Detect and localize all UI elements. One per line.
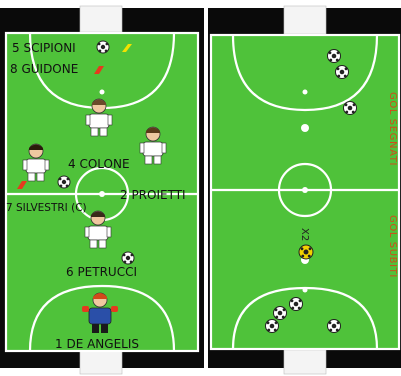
multiplier-text: X2 [299,228,310,241]
player-label: 1 DE ANGELIS [55,337,139,351]
ball-icon [336,66,349,79]
golden-ball-icon [299,245,313,259]
player-label: 6 PETRUCCI [66,265,137,279]
player-label: 7 SILVESTRI (C) [6,202,87,214]
bottom-goal [284,350,326,374]
ball-icon [344,102,357,115]
ball-icon [97,41,109,53]
ball-icon [290,298,303,311]
gol-segnati-label: GOL SEGNATI [387,92,398,166]
player-label: 8 GUIDONE [10,62,78,76]
ball-icon [328,50,341,63]
ball-icon [274,307,287,320]
ball-icon [328,320,341,333]
top-goal [284,6,326,34]
bottom-goal [80,350,122,374]
formation-pitch: 5 SCIPIONI 8 GUIDONE [0,0,204,376]
formation-panel: 5 SCIPIONI 8 GUIDONE [0,0,204,376]
gol-subiti-label: GOL SUBITI [387,215,398,278]
ball-icon [122,252,134,264]
score-panel: GOL SEGNATI GOL SUBITI X2 [208,0,401,376]
ball-icon [266,320,279,333]
player-label: 5 SCIPIONI [12,41,76,55]
ball-icon [58,176,70,188]
score-pitch: GOL SEGNATI GOL SUBITI X2 [208,0,401,376]
top-goal [80,6,122,32]
player-label: 2 PROIETTI [120,188,186,202]
player-label: 4 COLONE [68,157,130,171]
